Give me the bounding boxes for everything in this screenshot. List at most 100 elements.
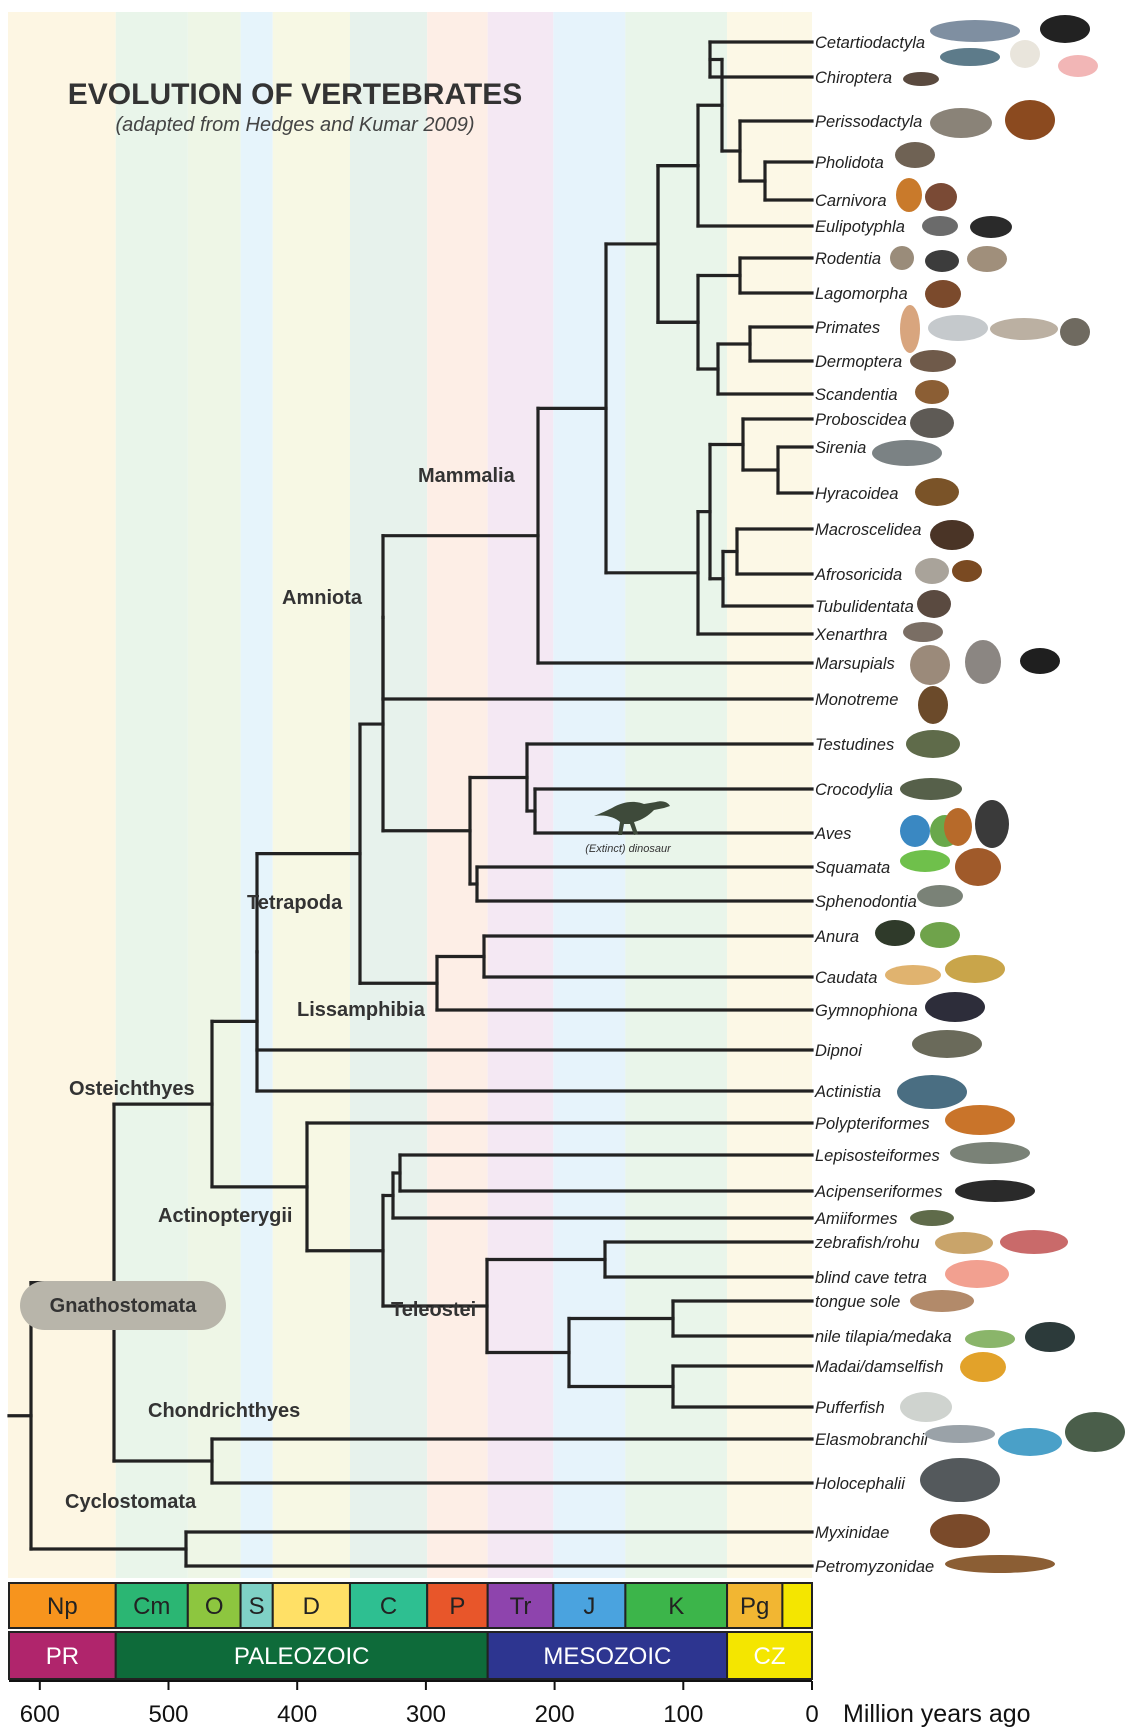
frog-icon bbox=[875, 920, 915, 946]
clade-label-osteichthyes: Osteichthyes bbox=[69, 1078, 195, 1100]
shark-icon bbox=[998, 1428, 1062, 1456]
green-frog-icon bbox=[920, 922, 960, 948]
golden-mole-icon bbox=[952, 560, 982, 582]
band-pg bbox=[727, 12, 782, 1578]
walrus-icon bbox=[925, 183, 957, 211]
band-d bbox=[273, 12, 350, 1578]
clade-label-mammalia: Mammalia bbox=[418, 465, 516, 487]
taxon-label-cetartiodactyla: Cetartiodactyla bbox=[815, 34, 925, 52]
era-label: PALEOZOIC bbox=[234, 1643, 370, 1670]
axis-tick-label: 400 bbox=[277, 1701, 317, 1728]
shark-small-icon bbox=[925, 1425, 995, 1443]
taxon-label-squamata: Squamata bbox=[815, 859, 890, 877]
dinosaur-note: (Extinct) dinosaur bbox=[585, 843, 672, 855]
taxon-label-actinistia: Actinistia bbox=[814, 1083, 881, 1101]
gar-icon bbox=[950, 1142, 1030, 1164]
taxon-label-xenarthra: Xenarthra bbox=[814, 626, 887, 644]
taxon-label-macroscelidea: Macroscelidea bbox=[815, 521, 921, 539]
axis-tick-label: 300 bbox=[406, 1701, 446, 1728]
bat-icon bbox=[903, 72, 939, 86]
turtle-icon bbox=[906, 730, 960, 758]
taxon-label-monotreme: Monotreme bbox=[815, 691, 898, 709]
rabbit-icon bbox=[925, 280, 961, 308]
kangaroo-icon bbox=[910, 645, 950, 685]
period-background-bands bbox=[8, 12, 812, 1578]
budgie-icon bbox=[900, 815, 930, 847]
tiger-icon bbox=[896, 178, 922, 212]
salamander-icon bbox=[945, 955, 1005, 983]
taxon-label-elasmobranchii: Elasmobranchii bbox=[815, 1431, 929, 1449]
platypus-icon bbox=[918, 686, 948, 724]
taxon-label-lepisosteiformes: Lepisosteiformes bbox=[815, 1147, 940, 1165]
pufferfish-icon bbox=[900, 1392, 952, 1422]
armadillo-icon bbox=[903, 622, 943, 642]
taxon-label-madai-damselfish: Madai/damselfish bbox=[815, 1358, 943, 1376]
axis-tick-label: 600 bbox=[20, 1701, 60, 1728]
taxon-label-rodentia: Rodentia bbox=[815, 250, 881, 268]
taxon-label-hyracoidea: Hyracoidea bbox=[815, 485, 898, 503]
taxon-label-dipnoi: Dipnoi bbox=[815, 1042, 863, 1060]
axis-tick-label: 200 bbox=[535, 1701, 575, 1728]
clade-label-teleostei: Teleostei bbox=[391, 1299, 476, 1321]
sole-icon bbox=[910, 1290, 974, 1312]
taxon-label-chiroptera: Chiroptera bbox=[815, 69, 892, 87]
taxon-label-amiiformes: Amiiformes bbox=[814, 1210, 898, 1228]
pig-icon bbox=[1058, 55, 1098, 77]
taxon-label-testudines: Testudines bbox=[815, 736, 894, 754]
period-label: P bbox=[449, 1593, 465, 1620]
taxon-label-acipenseriformes: Acipenseriformes bbox=[814, 1183, 942, 1201]
clade-label-actinopterygii: Actinopterygii bbox=[158, 1205, 292, 1227]
treeshrew-icon bbox=[915, 380, 949, 404]
clade-label-lissamphibia: Lissamphibia bbox=[297, 999, 426, 1021]
band-j bbox=[553, 12, 625, 1578]
whale-icon bbox=[930, 20, 1020, 42]
taxon-label-perissodactyla: Perissodactyla bbox=[815, 113, 922, 131]
taxon-label-polypteriformes: Polypteriformes bbox=[815, 1115, 930, 1133]
period-label: K bbox=[668, 1593, 684, 1620]
elephant-icon bbox=[910, 408, 954, 438]
taxon-label-dermoptera: Dermoptera bbox=[815, 353, 902, 371]
taxon-label-sirenia: Sirenia bbox=[815, 439, 866, 457]
clade-label-chondrichthyes: Chondrichthyes bbox=[148, 1400, 300, 1422]
taxon-label-myxinidae: Myxinidae bbox=[815, 1524, 889, 1542]
medaka-icon bbox=[1025, 1322, 1075, 1352]
stingray-icon bbox=[1065, 1412, 1125, 1452]
band-tr bbox=[488, 12, 554, 1578]
taxon-label-aves: Aves bbox=[814, 825, 851, 843]
lungfish-icon bbox=[912, 1030, 982, 1058]
period-label: Cm bbox=[133, 1593, 170, 1620]
taxon-label-pufferfish: Pufferfish bbox=[815, 1399, 885, 1417]
taxon-label-tongue-sole: tongue sole bbox=[815, 1293, 900, 1311]
chimaera-icon bbox=[920, 1458, 1000, 1502]
taxon-label-eulipotyphla: Eulipotyphla bbox=[815, 218, 905, 236]
taxon-label-lagomorpha: Lagomorpha bbox=[815, 285, 908, 303]
taxon-label-sphenodontia: Sphenodontia bbox=[815, 893, 917, 911]
hyrax-icon bbox=[915, 478, 959, 506]
cavefish-icon bbox=[945, 1260, 1009, 1288]
zebrafish-icon bbox=[935, 1232, 993, 1254]
bowfin-icon bbox=[910, 1210, 954, 1226]
cow-icon bbox=[1040, 15, 1090, 43]
tilapia-icon bbox=[965, 1330, 1015, 1348]
clade-label-gnathostomata: Gnathostomata bbox=[50, 1295, 198, 1317]
manatee-icon bbox=[872, 440, 942, 466]
clade-label-amniota: Amniota bbox=[282, 587, 363, 609]
horse-icon bbox=[1005, 100, 1055, 140]
snake-icon bbox=[955, 848, 1001, 886]
lamprey-icon bbox=[945, 1555, 1055, 1573]
rat-icon bbox=[967, 246, 1007, 272]
taxon-label-primates: Primates bbox=[815, 319, 880, 337]
taxon-label-crocodylia: Crocodylia bbox=[815, 781, 893, 799]
caecilian-icon bbox=[925, 992, 985, 1022]
colugo-icon bbox=[910, 350, 956, 372]
period-label: D bbox=[303, 1593, 320, 1620]
hagfish-icon bbox=[930, 1514, 990, 1548]
clade-label-tetrapoda: Tetrapoda bbox=[247, 892, 343, 914]
hedgehog-icon bbox=[922, 216, 958, 236]
loris-icon bbox=[1060, 318, 1090, 346]
aardvark-icon bbox=[917, 590, 951, 618]
taxon-label-caudata: Caudata bbox=[815, 969, 877, 987]
monkey-icon bbox=[928, 315, 988, 341]
